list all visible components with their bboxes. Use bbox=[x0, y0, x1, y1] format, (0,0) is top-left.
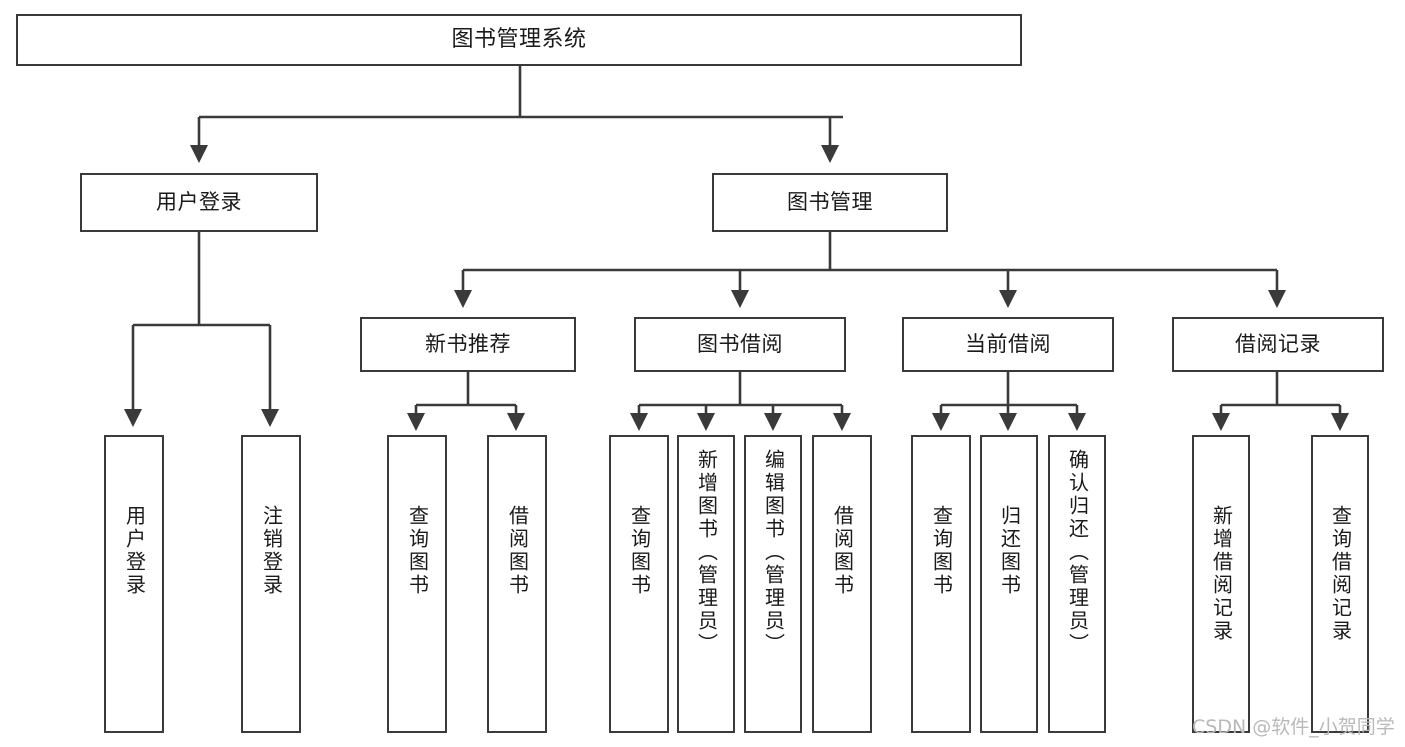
watermark: CSDN @软件_小贺同学 bbox=[1192, 716, 1395, 738]
leaf-label: 查询借阅记录 bbox=[1328, 505, 1353, 643]
node-label: 用户登录 bbox=[156, 189, 242, 214]
node-user-login[interactable]: 用户登录 bbox=[80, 173, 318, 232]
node-book-management[interactable]: 图书管理 bbox=[712, 173, 948, 232]
node-label: 图书借阅 bbox=[697, 331, 783, 356]
leaf-label: 注销登录 bbox=[259, 505, 284, 597]
leaf-label: 归还图书 bbox=[997, 505, 1022, 597]
node-root-system[interactable]: 图书管理系统 bbox=[16, 14, 1022, 66]
leaf-confirm-return-admin[interactable]: 确认归还（管理员） bbox=[1048, 435, 1106, 733]
leaf-label: 借阅图书 bbox=[830, 505, 855, 597]
leaf-add-book-admin[interactable]: 新增图书（管理员） bbox=[677, 435, 735, 733]
leaf-label: 借阅图书 bbox=[505, 505, 530, 597]
leaf-query-borrow-record[interactable]: 查询借阅记录 bbox=[1311, 435, 1369, 733]
node-borrow-records[interactable]: 借阅记录 bbox=[1172, 317, 1384, 372]
leaf-label: 查询图书 bbox=[405, 505, 430, 597]
leaf-label: 确认归还（管理员） bbox=[1065, 449, 1090, 656]
leaf-borrow-book[interactable]: 借阅图书 bbox=[812, 435, 872, 733]
leaf-label: 编辑图书（管理员） bbox=[761, 449, 786, 656]
leaf-add-borrow-record[interactable]: 新增借阅记录 bbox=[1192, 435, 1250, 733]
leaf-query-book-current[interactable]: 查询图书 bbox=[911, 435, 971, 733]
leaf-label: 查询图书 bbox=[929, 505, 954, 597]
leaf-return-book[interactable]: 归还图书 bbox=[980, 435, 1038, 733]
leaf-user-login[interactable]: 用户登录 bbox=[104, 435, 164, 733]
node-label: 借阅记录 bbox=[1235, 331, 1321, 356]
leaf-label: 新增图书（管理员） bbox=[694, 449, 719, 656]
leaf-label: 用户登录 bbox=[122, 505, 147, 597]
node-label: 图书管理 bbox=[787, 189, 873, 214]
leaf-logout[interactable]: 注销登录 bbox=[241, 435, 301, 733]
leaf-label: 新增借阅记录 bbox=[1209, 505, 1234, 643]
node-label: 当前借阅 bbox=[965, 331, 1051, 356]
node-current-borrow[interactable]: 当前借阅 bbox=[902, 317, 1114, 372]
leaf-edit-book-admin[interactable]: 编辑图书（管理员） bbox=[744, 435, 802, 733]
node-label: 图书管理系统 bbox=[451, 26, 587, 52]
leaf-query-book-recommend[interactable]: 查询图书 bbox=[387, 435, 447, 733]
node-book-borrow[interactable]: 图书借阅 bbox=[634, 317, 846, 372]
node-new-book-recommend[interactable]: 新书推荐 bbox=[360, 317, 576, 372]
leaf-borrow-book-recommend[interactable]: 借阅图书 bbox=[487, 435, 547, 733]
leaf-query-book-borrow[interactable]: 查询图书 bbox=[609, 435, 669, 733]
node-label: 新书推荐 bbox=[425, 331, 511, 356]
leaf-label: 查询图书 bbox=[627, 505, 652, 597]
